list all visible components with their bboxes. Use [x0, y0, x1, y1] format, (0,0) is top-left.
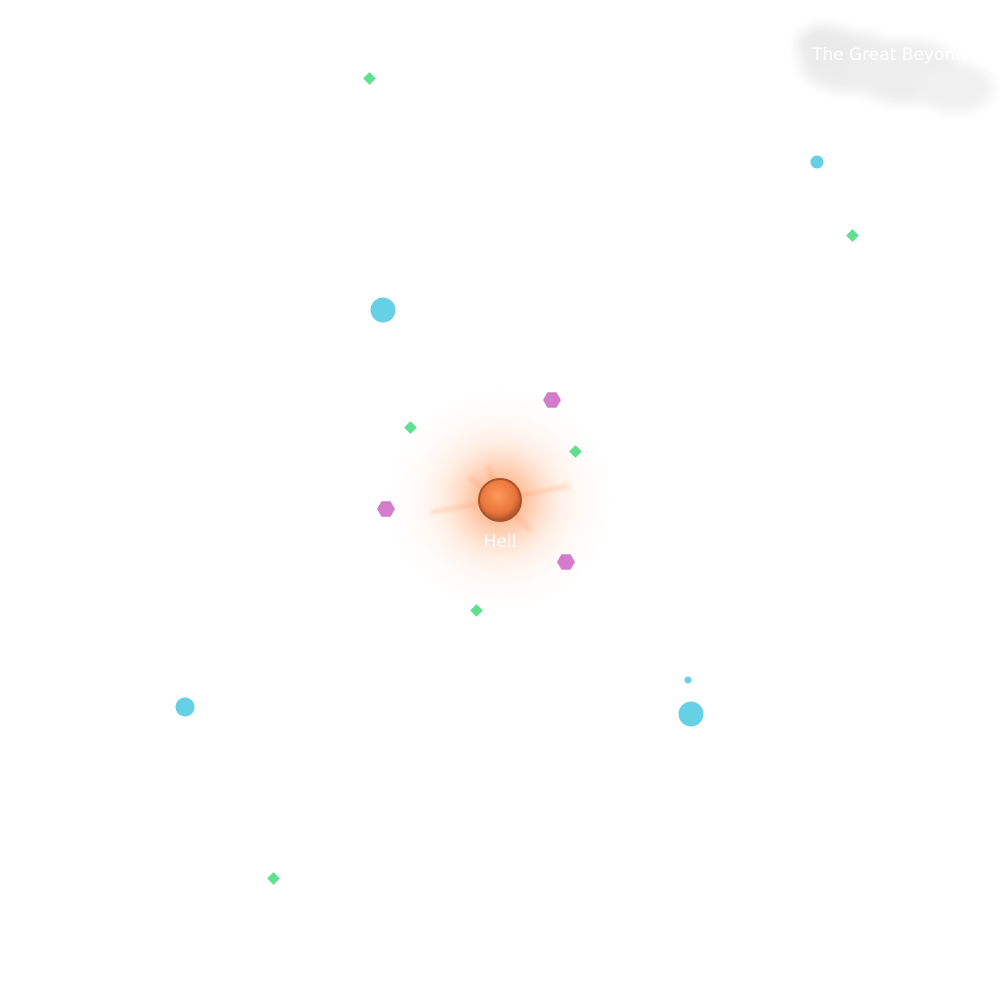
diamond-node[interactable]	[846, 229, 859, 242]
region-label-corner: The Great Beyond	[811, 45, 966, 65]
center-label: Hell	[484, 532, 517, 552]
orb-node[interactable]	[678, 701, 704, 727]
hexagon-node[interactable]	[557, 554, 575, 570]
orb-node[interactable]	[175, 697, 195, 717]
hexagon-nodes	[377, 392, 575, 570]
orb-node[interactable]	[370, 297, 396, 323]
cloud-region	[797, 25, 993, 112]
hexagon-node[interactable]	[377, 501, 395, 517]
orb-nodes	[175, 155, 824, 727]
hexagon-node[interactable]	[543, 392, 561, 408]
core-sun[interactable]	[478, 478, 522, 522]
ring-label: Burning	[454, 394, 520, 414]
diamond-node[interactable]	[363, 72, 376, 85]
orb-node[interactable]	[810, 155, 824, 169]
diamond-node[interactable]	[267, 872, 280, 885]
diamond-node[interactable]	[404, 421, 417, 434]
orb-node[interactable]	[684, 676, 692, 684]
